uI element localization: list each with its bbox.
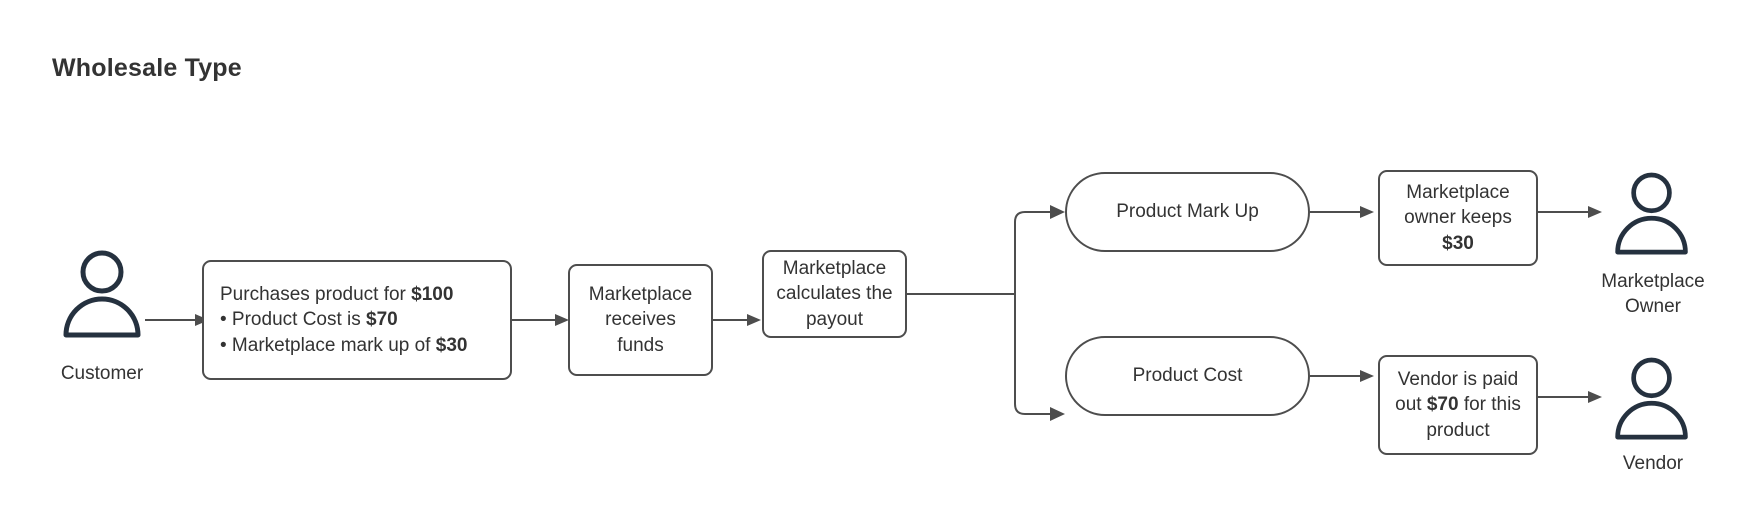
- vendor-person-icon: [1615, 357, 1688, 440]
- node-product-mark-up: Product Mark Up: [1065, 172, 1310, 252]
- purchase-line-2-amount: $70: [366, 309, 398, 331]
- vendor-paid-amount: $70: [1426, 394, 1459, 416]
- edge-owner-keeps-to-marketplace-owner: [1538, 206, 1602, 218]
- purchase-line-1: Purchases product for $100: [220, 282, 500, 308]
- customer-person-icon: [63, 250, 141, 338]
- purchase-line-3-amount: $30: [435, 334, 468, 356]
- product-mark-up-label: Product Mark Up: [1116, 201, 1259, 223]
- edge-purchase-to-receives-funds: [512, 314, 569, 326]
- calculates-payout-line-1: Marketplace: [782, 257, 887, 279]
- vendor-paid-prefix: Vendor is paid out: [1395, 368, 1519, 416]
- edge-vendor-paid-to-vendor: [1538, 391, 1602, 403]
- marketplace-owner-person-icon: [1615, 172, 1688, 255]
- purchase-line-2-text: • Product Cost is: [220, 309, 367, 331]
- marketplace-owner-label-line-1: Marketplace: [1601, 271, 1705, 292]
- owner-keeps-line-1: Marketplace: [1406, 181, 1510, 203]
- node-product-cost: Product Cost: [1065, 336, 1310, 416]
- node-purchase-details: Purchases product for $100 • Product Cos…: [202, 260, 512, 380]
- purchase-line-1-amount: $100: [411, 283, 454, 305]
- node-owner-keeps: Marketplace owner keeps $30: [1378, 170, 1538, 266]
- purchase-line-3: • Marketplace mark up of $30: [220, 333, 500, 359]
- page-title: Wholesale Type: [52, 54, 242, 82]
- node-marketplace-receives-funds: Marketplace receives funds: [568, 264, 713, 376]
- edge-receives-funds-to-calculates-payout: [713, 314, 761, 326]
- product-cost-label: Product Cost: [1132, 365, 1243, 387]
- calculates-payout-line-3: payout: [805, 308, 864, 330]
- vendor-paid-suffix: for this product: [1426, 394, 1521, 441]
- marketplace-owner-label-line-2: Owner: [1625, 295, 1681, 317]
- node-vendor-paid: Vendor is paid out $70 for this product: [1378, 355, 1538, 455]
- owner-keeps-amount-value: $30: [1442, 232, 1474, 254]
- vendor-paid-text: Vendor is paid out $70 for this product: [1380, 367, 1536, 444]
- purchase-line-3-text: • Marketplace mark up of: [220, 334, 436, 356]
- node-marketplace-calculates-payout: Marketplace calculates the payout: [762, 250, 907, 338]
- marketplace-owner-label: Marketplace Owner: [1578, 270, 1728, 319]
- calculates-payout-line-2: calculates the: [776, 283, 893, 305]
- vendor-label: Vendor: [1622, 453, 1684, 474]
- receives-funds-line-1: Marketplace: [588, 283, 693, 305]
- purchase-line-2: • Product Cost is $70: [220, 307, 500, 333]
- owner-keeps-amount: $30: [1390, 231, 1526, 257]
- edge-payout-branch: [905, 205, 1065, 421]
- owner-keeps-line-2: owner keeps: [1404, 207, 1512, 229]
- edge-mark-up-to-owner-keeps: [1310, 206, 1374, 218]
- customer-label: Customer: [60, 363, 144, 384]
- receives-funds-line-2: receives funds: [605, 309, 676, 356]
- edge-product-cost-to-vendor-paid: [1310, 370, 1374, 382]
- purchase-line-1-text: Purchases product for: [220, 283, 412, 305]
